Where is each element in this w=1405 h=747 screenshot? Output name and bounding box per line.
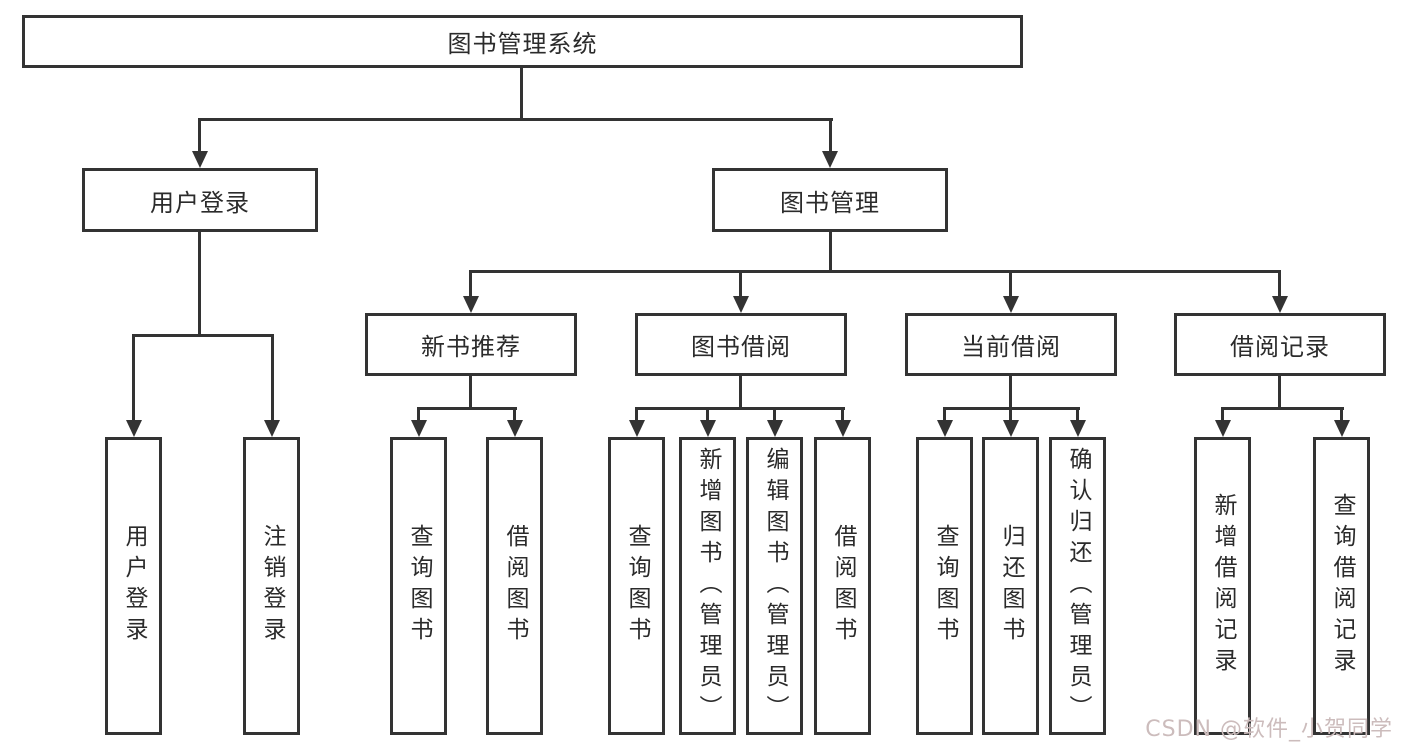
arrowhead-down-icon xyxy=(126,420,142,437)
arrowhead-down-icon xyxy=(937,420,953,437)
tree-edge xyxy=(635,407,845,410)
node-label: 图书管理 xyxy=(780,188,880,217)
node-label: 图书管理系统 xyxy=(447,30,598,58)
leaf-add-borrow-record: 新增借阅记录 xyxy=(1194,437,1251,735)
arrowhead-down-icon xyxy=(1003,296,1019,313)
node-library-system: 图书管理系统 xyxy=(22,15,1023,68)
tree-edge xyxy=(198,118,201,154)
node-new-book-recommend: 新书推荐 xyxy=(365,313,577,376)
leaf-label: 确认归还（管理员） xyxy=(1065,446,1091,726)
tree-edge xyxy=(198,118,833,121)
leaf-edit-book-admin: 编辑图书（管理员） xyxy=(746,437,803,735)
leaf-label: 用户登录 xyxy=(121,524,147,648)
arrowhead-down-icon xyxy=(1003,420,1019,437)
arrowhead-down-icon xyxy=(411,420,427,437)
leaf-label: 借阅图书 xyxy=(502,524,528,648)
tree-edge xyxy=(841,407,844,422)
tree-edge xyxy=(132,334,135,422)
leaf-query-books-recommend: 查询图书 xyxy=(390,437,447,735)
tree-edge xyxy=(829,232,832,273)
tree-edge xyxy=(520,68,523,121)
tree-edge xyxy=(706,407,709,422)
arrowhead-down-icon xyxy=(733,296,749,313)
leaf-label: 归还图书 xyxy=(998,524,1024,648)
leaf-label: 查询图书 xyxy=(624,524,650,648)
leaf-borrow-books-borrowing: 借阅图书 xyxy=(814,437,871,735)
node-label: 新书推荐 xyxy=(421,333,521,361)
tree-edge xyxy=(739,270,742,298)
arrowhead-down-icon xyxy=(1334,420,1350,437)
tree-edge xyxy=(739,376,742,410)
tree-edge xyxy=(1278,270,1281,298)
leaf-query-books-borrowing: 查询图书 xyxy=(608,437,665,735)
leaf-label: 查询图书 xyxy=(932,524,958,648)
leaf-return-book: 归还图书 xyxy=(982,437,1039,735)
node-borrowing-records: 借阅记录 xyxy=(1174,313,1386,376)
tree-edge xyxy=(132,334,274,337)
arrowhead-down-icon xyxy=(700,420,716,437)
node-book-borrowing: 图书借阅 xyxy=(635,313,847,376)
node-current-borrowing: 当前借阅 xyxy=(905,313,1117,376)
tree-edge xyxy=(513,407,516,422)
node-label: 借阅记录 xyxy=(1230,333,1330,361)
node-label: 图书借阅 xyxy=(691,333,791,361)
arrowhead-down-icon xyxy=(463,296,479,313)
tree-edge xyxy=(1221,407,1224,422)
leaf-user-login: 用户登录 xyxy=(105,437,162,735)
tree-edge xyxy=(1278,376,1281,410)
leaf-label: 编辑图书（管理员） xyxy=(762,446,788,726)
leaf-borrow-books-recommend: 借阅图书 xyxy=(486,437,543,735)
csdn-watermark: CSDN @软件_小贺同学 xyxy=(1145,717,1393,742)
leaf-label: 新增借阅记录 xyxy=(1210,493,1236,679)
arrowhead-down-icon xyxy=(822,151,838,168)
leaf-label: 新增图书（管理员） xyxy=(695,446,721,726)
tree-edge xyxy=(1340,407,1343,422)
leaf-label: 注销登录 xyxy=(259,524,285,648)
arrowhead-down-icon xyxy=(629,420,645,437)
leaf-add-book-admin: 新增图书（管理员） xyxy=(679,437,736,735)
leaf-confirm-return-admin: 确认归还（管理员） xyxy=(1049,437,1106,735)
tree-edge xyxy=(943,407,946,422)
tree-edge xyxy=(1009,270,1012,298)
arrowhead-down-icon xyxy=(835,420,851,437)
node-book-management: 图书管理 xyxy=(712,168,948,232)
leaf-label: 查询借阅记录 xyxy=(1329,493,1355,679)
leaf-label: 借阅图书 xyxy=(830,524,856,648)
tree-edge xyxy=(469,270,472,298)
leaf-logout-login: 注销登录 xyxy=(243,437,300,735)
tree-edge xyxy=(1221,407,1344,410)
tree-edge xyxy=(469,270,1281,273)
node-label: 用户登录 xyxy=(150,188,250,217)
leaf-label: 查询图书 xyxy=(406,524,432,648)
tree-edge xyxy=(198,232,201,337)
tree-edge xyxy=(635,407,638,422)
leaf-query-books-current: 查询图书 xyxy=(916,437,973,735)
tree-edge xyxy=(1009,376,1012,410)
node-label: 当前借阅 xyxy=(961,333,1061,361)
tree-edge xyxy=(773,407,776,422)
arrowhead-down-icon xyxy=(1215,420,1231,437)
tree-edge xyxy=(469,376,472,410)
arrowhead-down-icon xyxy=(192,151,208,168)
leaf-query-borrow-record: 查询借阅记录 xyxy=(1313,437,1370,735)
arrowhead-down-icon xyxy=(264,420,280,437)
tree-edge xyxy=(417,407,517,410)
tree-edge xyxy=(417,407,420,422)
arrowhead-down-icon xyxy=(507,420,523,437)
arrowhead-down-icon xyxy=(1272,296,1288,313)
tree-edge xyxy=(1076,407,1079,422)
arrowhead-down-icon xyxy=(767,420,783,437)
tree-edge xyxy=(1009,407,1012,422)
arrowhead-down-icon xyxy=(1070,420,1086,437)
tree-edge xyxy=(271,334,274,422)
node-user-login: 用户登录 xyxy=(82,168,318,232)
tree-edge xyxy=(829,118,832,154)
